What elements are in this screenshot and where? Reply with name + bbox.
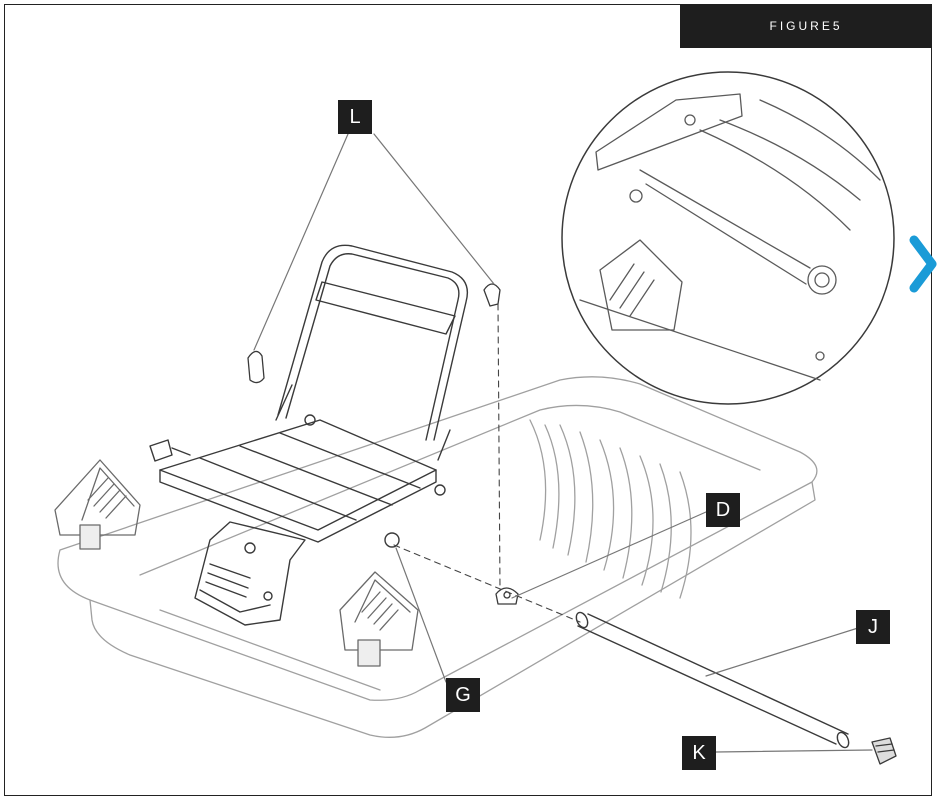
callout-g-label: G <box>455 683 471 706</box>
sled-base <box>57 376 818 738</box>
detail-inset <box>561 71 895 405</box>
callout-k: K <box>682 736 716 770</box>
figure-title: FIGURE5 <box>769 19 843 33</box>
callout-l-label: L <box>349 105 361 128</box>
left-bracket <box>54 459 141 550</box>
knob-k <box>871 737 897 765</box>
callout-d: D <box>706 493 740 527</box>
clevis-pins <box>247 283 501 384</box>
assembly-guides <box>393 303 581 623</box>
figure-title-bar: FIGURE5 <box>680 4 932 48</box>
callout-d-label: D <box>715 498 731 521</box>
callout-g: G <box>446 678 480 712</box>
middle-bracket <box>339 571 419 667</box>
rod-j <box>575 611 850 749</box>
leader-lines <box>253 133 873 753</box>
chevron-right-icon[interactable] <box>906 232 938 296</box>
seat-assembly <box>149 244 469 626</box>
callout-k-label: K <box>692 741 706 764</box>
bracket-d <box>495 587 519 605</box>
callout-j-label: J <box>868 615 878 638</box>
callout-l: L <box>338 100 372 134</box>
callout-j: J <box>856 610 890 644</box>
